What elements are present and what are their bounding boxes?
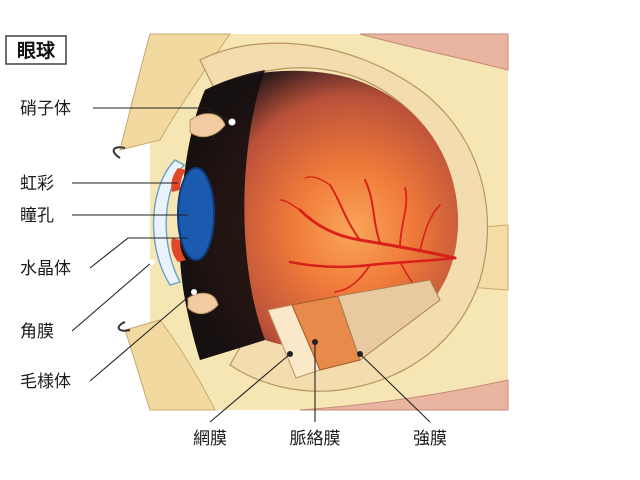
ciliary-upper (189, 113, 226, 138)
page-title: 眼球 (17, 39, 56, 62)
cornea-shape (152, 159, 186, 286)
label-ciliary: 毛様体 (20, 372, 71, 392)
label-iris: 虹彩 (20, 174, 54, 194)
leader-ciliary (89, 291, 195, 382)
sclera-outer (199, 42, 489, 392)
lens-marker (149, 259, 155, 265)
vitreous-marker (228, 118, 236, 126)
sclera-layer (337, 279, 441, 361)
iris-upper (171, 168, 186, 192)
leader-sclera (359, 353, 431, 423)
leader-lens (89, 237, 188, 269)
ciliary-marker (191, 289, 197, 295)
leader-retina (209, 353, 291, 423)
upper-muscle (359, 33, 509, 71)
vitreous-dark-left (179, 70, 265, 360)
lens-shape (177, 167, 215, 261)
leader-vitreous (93, 107, 233, 123)
lower-eyelid (124, 319, 216, 411)
label-choroid: 脈絡膜 (290, 429, 341, 449)
label-lens: 水晶体 (20, 259, 71, 279)
iris-lower (171, 238, 186, 262)
retina-marker (287, 351, 293, 357)
label-sclera: 強膜 (413, 429, 447, 449)
lower-eyelash (117, 321, 131, 332)
label-cornea: 角膜 (20, 322, 54, 342)
choroid-marker (312, 339, 318, 345)
lower-muscle (299, 379, 509, 411)
label-retina: 網膜 (193, 429, 227, 449)
title-box (5, 35, 67, 65)
upper-eyelash (112, 146, 126, 159)
ciliary-lower (187, 292, 219, 315)
label-vitreous: 硝子体 (20, 99, 71, 119)
label-pupil: 瞳孔 (20, 206, 54, 226)
sclera-marker (357, 351, 363, 357)
leader-cornea (71, 261, 153, 332)
